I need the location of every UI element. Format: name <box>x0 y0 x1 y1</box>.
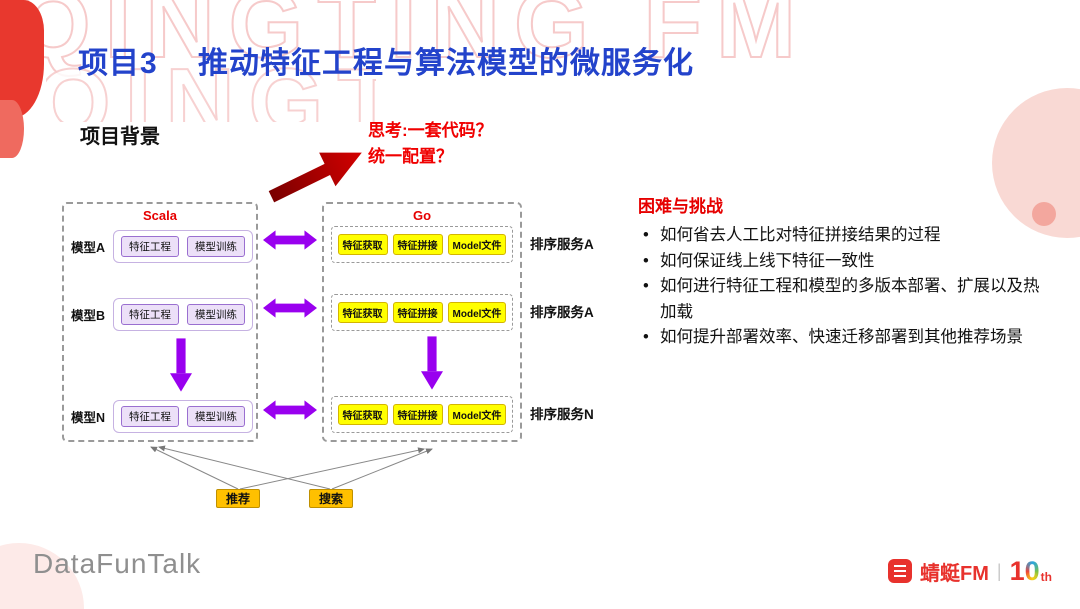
model-label: 模型A <box>70 241 106 255</box>
datafuntalk-logo: DataFunTalk <box>33 548 202 579</box>
down-arrow-icon <box>421 334 443 392</box>
model-training-box: 模型训练 <box>187 236 245 257</box>
feature-join-box: 特征拼接 <box>392 404 443 425</box>
model-training-box: 模型训练 <box>187 304 245 325</box>
scala-row-model-a: 模型A 特征工程 模型训练 <box>68 230 253 263</box>
go-service-row-a: 特征获取 特征拼接 Model文件 <box>331 226 513 263</box>
thinking-note-line1: 思考:一套代码？ <box>368 121 493 140</box>
double-arrow-icon <box>263 229 317 251</box>
service-label-a: 排序服务A <box>530 237 594 252</box>
model-file-box: Model文件 <box>447 234 507 255</box>
challenges-list: 如何省去人工比对特征拼接结果的过程 如何保证线上线下特征一致性 如何进行特征工程… <box>638 223 1054 351</box>
go-frame: Go 特征获取 特征拼接 Model文件 特征获取 特征拼接 Model文件 特… <box>322 202 522 442</box>
model-file-box: Model文件 <box>447 302 507 323</box>
challenge-item: 如何进行特征工程和模型的多版本部署、扩展以及热加载 <box>638 274 1054 325</box>
model-training-box: 模型训练 <box>187 406 245 427</box>
scala-pair: 特征工程 模型训练 <box>113 400 253 433</box>
page-title: 项目3 推动特征工程与算法模型的微服务化 <box>78 47 695 80</box>
feature-engineering-box: 特征工程 <box>121 236 179 257</box>
brand-footer: 蜻蜓FM | 1 0 th <box>888 554 1052 588</box>
scala-frame: Scala 模型A 特征工程 模型训练 模型B 特征工程 模型训练 模型N <box>62 202 258 442</box>
service-label-n: 排序服务N <box>530 407 594 422</box>
thinking-note: 思考:一套代码？ 统一配置？ <box>368 118 493 171</box>
scala-row-model-n: 模型N 特征工程 模型训练 <box>68 400 253 433</box>
red-block-arrow-icon <box>259 126 377 222</box>
pink-circle-small <box>1032 202 1056 226</box>
go-service-row-n: 特征获取 特征拼接 Model文件 <box>331 396 513 433</box>
challenge-item: 如何省去人工比对特征拼接结果的过程 <box>638 223 1054 249</box>
model-label: 模型N <box>70 411 106 425</box>
scala-row-model-b: 模型B 特征工程 模型训练 <box>68 298 253 331</box>
feature-join-box: 特征拼接 <box>392 234 443 255</box>
brand-name: 蜻蜓FM <box>920 562 989 585</box>
model-file-box: Model文件 <box>447 404 507 425</box>
challenge-item: 如何保证线上线下特征一致性 <box>638 249 1054 275</box>
feature-join-box: 特征拼接 <box>392 302 443 323</box>
feature-engineering-box: 特征工程 <box>121 304 179 325</box>
down-arrow-icon <box>170 336 192 394</box>
section-label: 项目背景 <box>80 126 160 148</box>
model-label: 模型B <box>70 309 106 323</box>
corner-red-shape <box>0 0 44 118</box>
double-arrow-icon <box>263 297 317 319</box>
feature-engineering-box: 特征工程 <box>121 406 179 427</box>
scala-pair: 特征工程 模型训练 <box>113 298 253 331</box>
footer-divider: | <box>996 560 1002 581</box>
double-arrow-icon <box>263 399 317 421</box>
thinking-note-line2: 统一配置？ <box>368 147 453 167</box>
feature-fetch-box: 特征获取 <box>337 404 388 425</box>
go-frame-label: Go <box>412 208 432 223</box>
scala-pair: 特征工程 模型训练 <box>113 230 253 263</box>
corner-red-shape-small <box>0 100 24 158</box>
challenges-title: 困难与挑战 <box>638 197 723 216</box>
watermark-text-secondary: QINGTING FM <box>46 48 376 122</box>
scala-frame-label: Scala <box>143 208 177 223</box>
challenge-item: 如何提升部署效率、快速迁移部署到其他推荐场景 <box>638 325 1054 351</box>
recommend-box: 推荐 <box>216 489 260 508</box>
search-box: 搜索 <box>309 489 353 508</box>
feature-fetch-box: 特征获取 <box>337 302 388 323</box>
challenges-panel: 困难与挑战 如何省去人工比对特征拼接结果的过程 如何保证线上线下特征一致性 如何… <box>638 192 1054 351</box>
watermark-text: QINGTING FM <box>15 0 810 79</box>
tenth-anniversary-logo: 1 0 th <box>1009 555 1052 586</box>
qingting-fm-logo-icon <box>888 559 913 583</box>
feature-fetch-box: 特征获取 <box>337 234 388 255</box>
go-service-row-b: 特征获取 特征拼接 Model文件 <box>331 294 513 331</box>
service-label-b: 排序服务A <box>530 305 594 320</box>
